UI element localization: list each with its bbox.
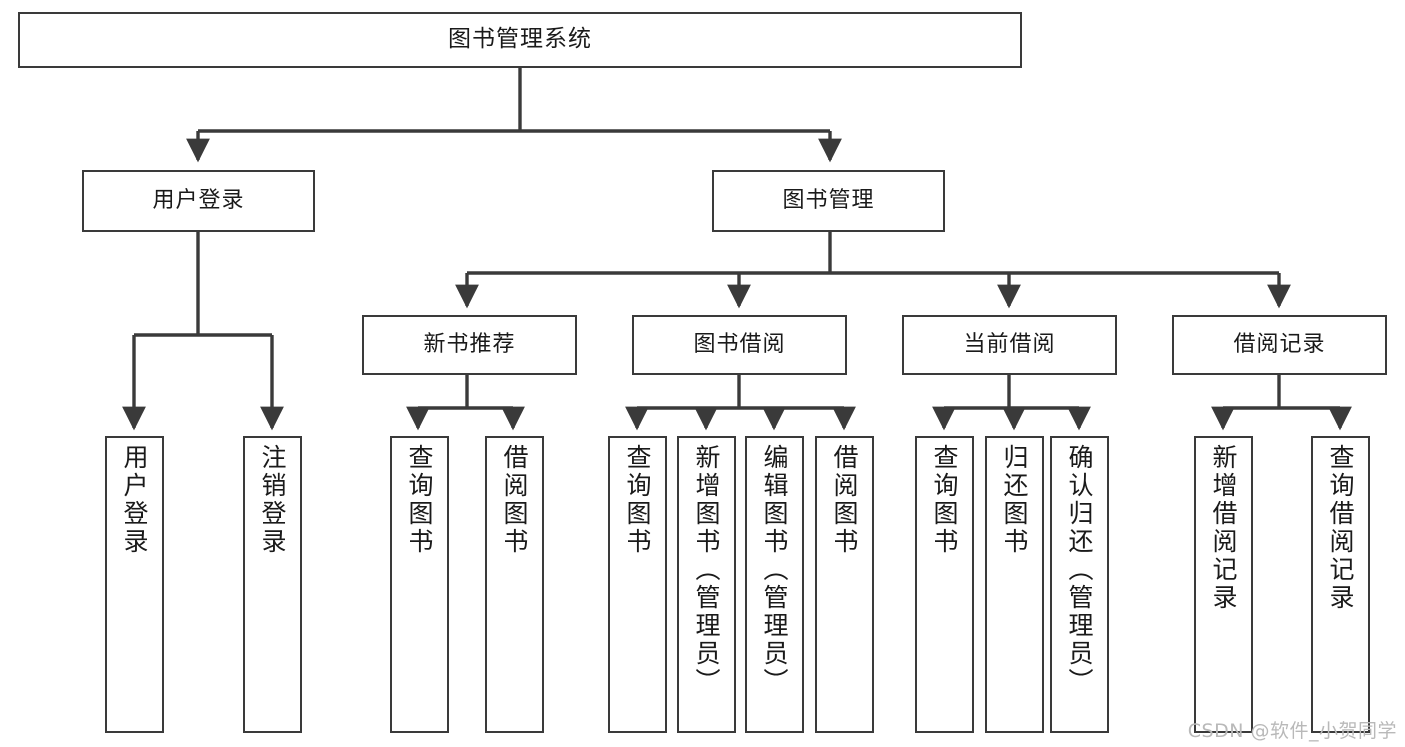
node-book-borrow[interactable]: 图书借阅 xyxy=(632,315,847,375)
node-label: 用户登录 xyxy=(120,444,149,556)
node-current-borrow[interactable]: 当前借阅 xyxy=(902,315,1117,375)
node-label: 当前借阅 xyxy=(963,331,1056,357)
node-label: 查询图书 xyxy=(930,444,959,556)
node-label: 图书借阅 xyxy=(693,331,786,357)
leaf-borrow-query-book[interactable]: 查询图书 xyxy=(608,436,667,733)
leaf-record-add-record[interactable]: 新增借阅记录 xyxy=(1194,436,1253,733)
node-user-login[interactable]: 用户登录 xyxy=(82,170,315,232)
leaf-user-login-signin[interactable]: 用户登录 xyxy=(105,436,164,733)
node-label: 归还图书 xyxy=(1000,444,1029,556)
node-label: 用户登录 xyxy=(152,187,245,213)
leaf-borrow-add-book-admin[interactable]: 新增图书（管理员） xyxy=(677,436,736,733)
node-label: 查询借阅记录 xyxy=(1326,444,1355,612)
node-label: 查询图书 xyxy=(623,444,652,556)
node-label: 借阅图书 xyxy=(500,444,529,556)
leaf-current-confirm-return-admin[interactable]: 确认归还（管理员） xyxy=(1050,436,1109,733)
node-new-book-recommend[interactable]: 新书推荐 xyxy=(362,315,577,375)
node-label: 图书管理 xyxy=(782,187,875,213)
leaf-current-query-book[interactable]: 查询图书 xyxy=(915,436,974,733)
node-label: 确认归还（管理员） xyxy=(1065,444,1094,696)
node-borrow-record[interactable]: 借阅记录 xyxy=(1172,315,1387,375)
node-label: 借阅记录 xyxy=(1233,331,1326,357)
leaf-recommend-borrow-book[interactable]: 借阅图书 xyxy=(485,436,544,733)
node-label: 新书推荐 xyxy=(423,331,516,357)
leaf-borrow-edit-book-admin[interactable]: 编辑图书（管理员） xyxy=(745,436,804,733)
node-label: 图书管理系统 xyxy=(448,26,592,53)
node-label: 新增图书（管理员） xyxy=(692,444,721,696)
leaf-recommend-query-book[interactable]: 查询图书 xyxy=(390,436,449,733)
node-root-system[interactable]: 图书管理系统 xyxy=(18,12,1022,68)
csdn-watermark: CSDN @软件_小贺同学 xyxy=(1187,720,1397,742)
node-label: 查询图书 xyxy=(405,444,434,556)
leaf-borrow-borrow-book[interactable]: 借阅图书 xyxy=(815,436,874,733)
node-label: 编辑图书（管理员） xyxy=(760,444,789,696)
node-book-management[interactable]: 图书管理 xyxy=(712,170,945,232)
leaf-current-return-book[interactable]: 归还图书 xyxy=(985,436,1044,733)
leaf-record-query-record[interactable]: 查询借阅记录 xyxy=(1311,436,1370,733)
leaf-user-login-signout[interactable]: 注销登录 xyxy=(243,436,302,733)
node-label: 新增借阅记录 xyxy=(1209,444,1238,612)
node-label: 借阅图书 xyxy=(830,444,859,556)
node-label: 注销登录 xyxy=(258,444,287,556)
